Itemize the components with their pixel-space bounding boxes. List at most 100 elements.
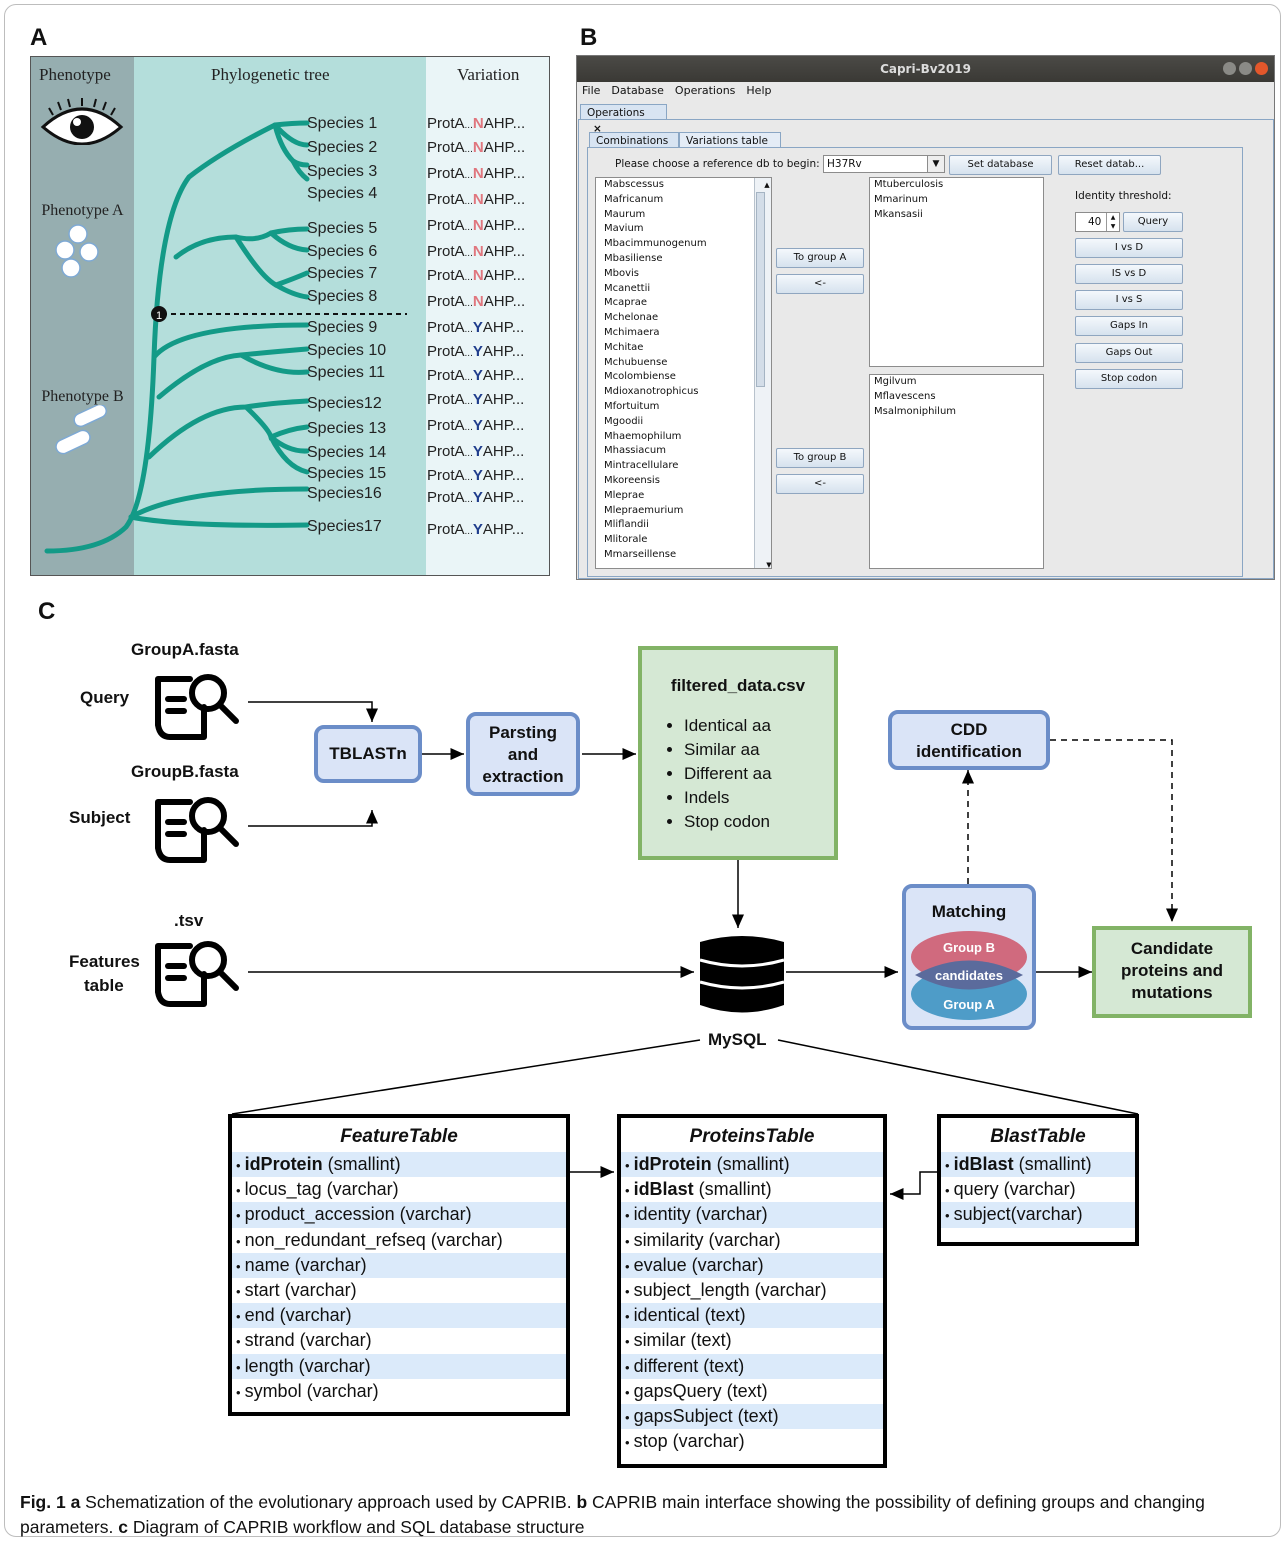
group-a-item[interactable]: Mtuberculosis bbox=[874, 179, 944, 190]
species-list-item[interactable]: Mbacimmunogenum bbox=[604, 238, 707, 250]
menu-help[interactable]: Help bbox=[746, 84, 772, 97]
scroll-up-icon[interactable]: ▲ bbox=[764, 181, 770, 189]
tab-close-icon[interactable]: × bbox=[593, 123, 602, 135]
species-list-item[interactable]: Mlitorale bbox=[604, 534, 648, 546]
gaps-out-button[interactable]: Gaps Out bbox=[1075, 343, 1183, 363]
species-list-item[interactable]: Mmarseillense bbox=[604, 548, 677, 560]
species-label: Species 2 bbox=[307, 139, 378, 156]
species-list-item[interactable]: Maurum bbox=[604, 208, 646, 220]
maximize-icon[interactable] bbox=[1239, 62, 1252, 75]
species-list-item[interactable]: Mcolombiense bbox=[604, 371, 676, 383]
species-list-item[interactable]: Mbasiliense bbox=[604, 252, 663, 264]
group-b-item[interactable]: Msalmoniphilum bbox=[874, 405, 957, 417]
table-row: •strand (varchar) bbox=[236, 1330, 372, 1351]
table-row: •idProtein (smallint) bbox=[232, 1152, 566, 1178]
column-type: (smallint) bbox=[693, 1179, 772, 1200]
stop-codon-button[interactable]: Stop codon bbox=[1075, 369, 1183, 389]
scroll-down-icon[interactable]: ▼ bbox=[766, 561, 772, 569]
minimize-icon[interactable] bbox=[1223, 62, 1236, 75]
figure-caption: Fig. 1 a Schematization of the evolution… bbox=[20, 1492, 1205, 1537]
i-vs-d-button[interactable]: I vs D bbox=[1075, 238, 1183, 258]
tab-operations[interactable]: Operations × bbox=[580, 104, 667, 135]
group-b-item[interactable]: Mgilvum bbox=[874, 376, 917, 387]
column-type: (smallint) bbox=[711, 1154, 790, 1174]
i-vs-s-button[interactable]: I vs S bbox=[1075, 290, 1183, 310]
species-list-item[interactable]: Mbovis bbox=[604, 267, 639, 279]
species-list-item[interactable]: Mhassiacum bbox=[604, 445, 666, 457]
group-a-list[interactable]: Mtuberculosis Mmarinum Mkansasii bbox=[869, 177, 1044, 367]
set-database-button[interactable]: Set database bbox=[949, 155, 1052, 175]
species-label: Species 4 bbox=[307, 185, 378, 202]
tab-combinations[interactable]: Combinations bbox=[589, 132, 679, 148]
species-list-item[interactable]: Mcanettii bbox=[604, 282, 651, 294]
phylogenetic-tree: 1 bbox=[44, 120, 407, 554]
panel-c-letter: C bbox=[38, 598, 56, 625]
variant-residue: Y bbox=[472, 467, 483, 484]
to-group-b-button[interactable]: To group B bbox=[776, 448, 864, 468]
species-list-item[interactable]: Mkoreensis bbox=[604, 474, 660, 486]
column-type: product_accession (varchar) bbox=[244, 1204, 472, 1225]
column-type: similarity (varchar) bbox=[633, 1229, 781, 1250]
species-list-item[interactable]: Mdioxanotrophicus bbox=[604, 386, 699, 398]
gaps-in-button[interactable]: Gaps In bbox=[1075, 316, 1183, 336]
table-row: •gapsSubject (text) bbox=[621, 1403, 883, 1430]
table-row: •non_redundant_refseq (varchar) bbox=[236, 1229, 503, 1250]
query-file-label: GroupA.fasta bbox=[131, 640, 239, 659]
remove-from-group-b-button[interactable]: <- bbox=[776, 474, 864, 494]
species-list-item[interactable]: Mhaemophilum bbox=[604, 430, 682, 442]
species-list-item[interactable]: Mfortuitum bbox=[604, 400, 660, 412]
species-list-item[interactable]: Mintracellulare bbox=[604, 460, 679, 472]
species-list-item[interactable]: Mchelonae bbox=[604, 312, 659, 324]
table-row: •similarity (varchar) bbox=[625, 1229, 781, 1250]
panel-a-letter: A bbox=[30, 24, 48, 51]
variation-label: ProtA...YAHP... bbox=[427, 367, 525, 384]
dropdown-chevron-icon[interactable]: ▼ bbox=[927, 156, 944, 172]
group-b-item[interactable]: Mflavescens bbox=[874, 390, 936, 402]
species-list-item[interactable]: Mliflandii bbox=[604, 519, 649, 531]
species-list-item[interactable]: Mchimaera bbox=[604, 326, 660, 338]
query-button[interactable]: Query bbox=[1123, 212, 1183, 232]
menu-database[interactable]: Database bbox=[611, 84, 664, 97]
table-row: •subject(varchar) bbox=[941, 1202, 1135, 1228]
close-icon[interactable] bbox=[1255, 62, 1268, 75]
group-b-list[interactable]: Mgilvum Mflavescens Msalmoniphilum bbox=[869, 374, 1044, 569]
to-group-a-button[interactable]: To group A bbox=[776, 248, 864, 268]
variant-residue: N bbox=[472, 267, 484, 284]
species-list-item[interactable]: Mgoodii bbox=[604, 415, 644, 427]
reset-database-button[interactable]: Reset datab... bbox=[1058, 155, 1161, 175]
column-type: name (varchar) bbox=[244, 1254, 367, 1275]
species-list-item[interactable]: Mavium bbox=[604, 223, 644, 235]
group-a-item[interactable]: Mkansasii bbox=[874, 208, 923, 220]
primary-key: idBlast bbox=[953, 1154, 1014, 1174]
species-list-item[interactable]: Mlepraemurium bbox=[604, 504, 684, 516]
species-list-item[interactable]: Mcaprae bbox=[604, 297, 647, 309]
species-list-item[interactable]: Mleprae bbox=[604, 489, 645, 501]
spinner-down-icon[interactable]: ▼ bbox=[1106, 222, 1119, 231]
tab-variations-table[interactable]: Variations table bbox=[679, 132, 781, 148]
remove-from-group-a-button[interactable]: <- bbox=[776, 274, 864, 294]
species-list-item[interactable]: Mafricanum bbox=[604, 193, 664, 205]
menu-operations[interactable]: Operations bbox=[674, 84, 736, 97]
list-scrollbar[interactable]: ▲ ▼ bbox=[754, 178, 771, 568]
species-label: Species 11 bbox=[307, 364, 385, 381]
document-search-icon bbox=[155, 797, 239, 863]
is-vs-d-button[interactable]: IS vs D bbox=[1075, 264, 1183, 284]
menu-file[interactable]: File bbox=[582, 84, 601, 97]
variation-label: ProtA...YAHP... bbox=[427, 489, 525, 506]
filtered-data-box: filtered_data.csv Identical aa Similar a… bbox=[638, 646, 838, 860]
reference-select[interactable]: H37Rv ▼ bbox=[823, 155, 945, 173]
window-controls bbox=[1223, 62, 1268, 75]
species-list-item[interactable]: Mchitae bbox=[604, 341, 644, 353]
group-a-item[interactable]: Mmarinum bbox=[874, 193, 928, 205]
species-list-item[interactable]: Mabscessus bbox=[604, 179, 664, 190]
identity-spinner[interactable]: 40 ▲ ▼ bbox=[1075, 212, 1120, 232]
variation-label: ProtA...NAHP... bbox=[427, 115, 526, 132]
spinner-up-icon[interactable]: ▲ bbox=[1106, 213, 1119, 222]
document-search-icon bbox=[155, 941, 239, 1007]
scroll-thumb[interactable] bbox=[756, 192, 765, 387]
column-type: gapsSubject (text) bbox=[633, 1405, 779, 1426]
species-list-item[interactable]: Mchubuense bbox=[604, 356, 668, 368]
column-type: (smallint) bbox=[322, 1154, 401, 1174]
